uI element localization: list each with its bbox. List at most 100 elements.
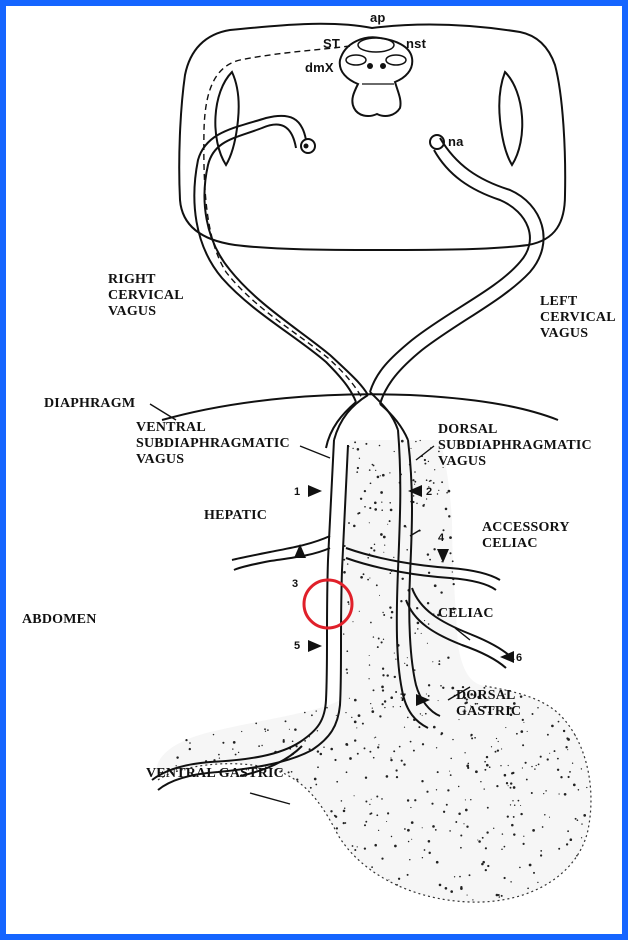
stipple-dot [450,774,452,776]
stipple-dot [354,441,356,443]
stipple-dot [349,757,352,760]
marker-5: 5 [294,638,300,654]
label-hepatic: HEPATIC [204,508,267,524]
stipple-dot [428,840,431,843]
stipple-dot [422,857,423,858]
stipple-dot [518,800,520,802]
stipple-dot [569,771,571,773]
stipple-dot [290,748,291,749]
stipple-dot [371,799,372,800]
stipple-dot [424,459,426,461]
stipple-dot [381,798,383,800]
stipple-dot [583,814,586,817]
stipple-dot [283,739,285,741]
stipple-dot [394,451,395,452]
stipple-dot [511,824,514,827]
stipple-dot [558,848,560,850]
stipple-dot [373,636,374,637]
stipple-dot [189,748,191,750]
stipple-dot [344,808,345,809]
stipple-dot [434,469,435,470]
stipple-dot [390,572,392,574]
stipple-dot [501,849,503,851]
stipple-dot [510,881,511,882]
stipple-dot [440,734,442,736]
stipple-dot [532,829,535,832]
stipple-dot [460,886,462,888]
stipple-dot [409,859,410,860]
stipple-dot [406,664,408,666]
stipple-dot [431,803,433,805]
stipple-dot [486,764,489,767]
stipple-dot [373,689,375,691]
stipple-dot [533,872,535,874]
stipple-dot [369,469,371,471]
stipple-dot [540,850,542,852]
stipple-dot [400,706,401,707]
stipple-dot [288,771,290,773]
stipple-dot [374,544,375,545]
stipple-dot [445,508,448,511]
stipple-dot [499,896,501,898]
stipple-dot [578,789,580,791]
stipple-dot [377,646,379,648]
stipple-dot [448,490,451,493]
stipple-dot [401,578,403,580]
stipple-dot [336,781,338,783]
stipple-dot [581,823,582,824]
stipple-dot [566,737,568,739]
stipple-dot [390,696,393,699]
stipple-dot [407,657,408,658]
stipple-dot [458,786,459,787]
stipple-dot [454,876,455,877]
stipple-dot [514,804,515,805]
stipple-dot [480,781,481,782]
stipple-dot [370,482,372,484]
stipple-dot [375,737,376,738]
stipple-dot [382,474,385,477]
stipple-dot [408,841,410,843]
stipple-dot [393,750,395,752]
stipple-dot [420,440,421,441]
stipple-dot [258,745,260,747]
stipple-dot [380,475,381,476]
stipple-dot [390,509,393,512]
stipple-dot [384,700,386,702]
label-dorsal-subdiaphragmatic-vagus: DORSAL SUBDIAPHRAGMATIC VAGUS [438,422,592,470]
stipple-dot [500,765,501,766]
stipple-dot [422,505,424,507]
stipple-dot [289,729,290,730]
stipple-dot [531,792,533,794]
stipple-dot [449,552,451,554]
hepatic-branch [232,536,330,560]
stipple-dot [357,753,359,755]
stipple-dot [522,719,524,721]
stipple-dot [551,725,554,728]
stipple-dot [426,479,428,481]
stipple-dot [336,827,338,829]
label-dorsal-gastric: DORSAL GASTRIC [456,688,521,720]
stipple-dot [358,714,361,717]
stipple-dot [401,440,404,443]
stipple-dot [513,816,515,818]
stipple-dot [265,731,266,732]
stipple-dot [359,458,360,459]
hepatic-branch-inner [234,548,330,570]
stipple-dot [218,754,220,756]
stipple-dot [460,847,462,849]
stipple-dot [426,791,428,793]
stipple-dot [485,869,487,871]
stipple-dot [334,815,336,817]
stipple-dot [346,668,348,670]
stipple-dot [414,481,416,483]
stipple-dot [377,476,380,479]
stipple-dot [575,818,577,820]
stipple-dot [370,547,371,548]
stipple-dot [432,825,435,828]
stipple-dot [504,877,506,879]
stipple-dot [364,847,366,849]
right-cervical-vagus-path [194,46,368,402]
stipple-dot [369,507,371,509]
stipple-dot [235,754,237,756]
